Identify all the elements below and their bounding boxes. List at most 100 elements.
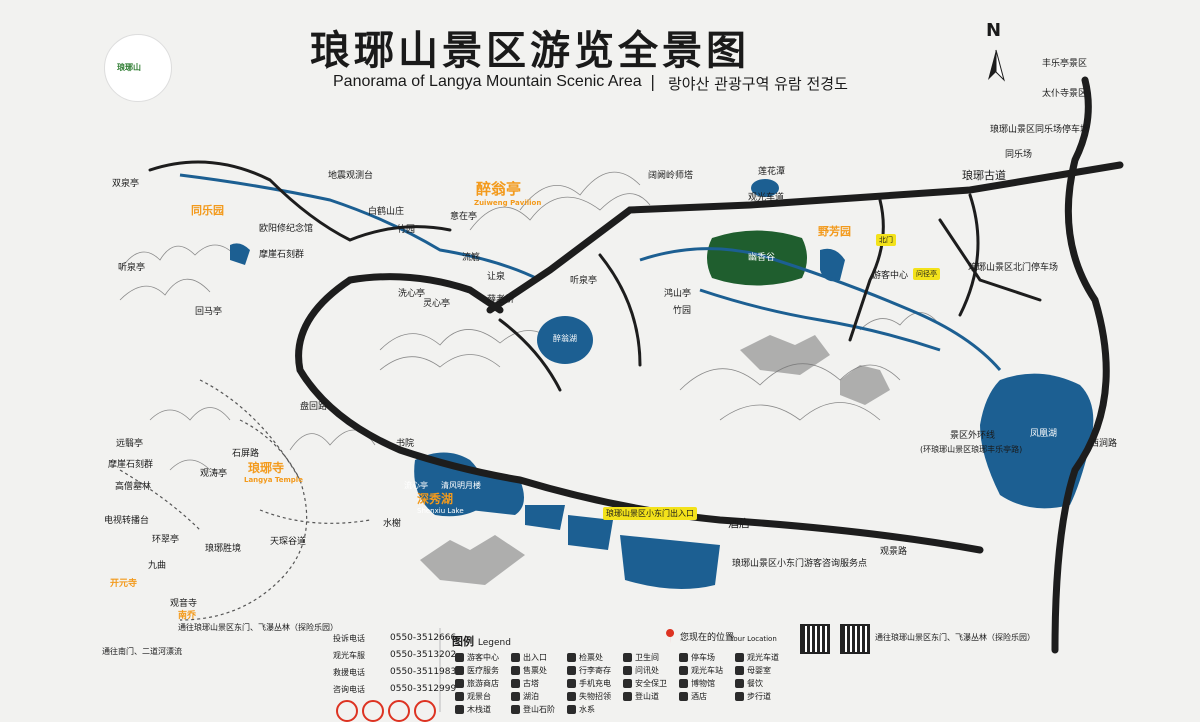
place-panlu: 盘回路: [300, 402, 328, 412]
legend-item-label: 湖泊: [523, 692, 539, 701]
legend-item: 母婴室: [735, 665, 771, 676]
place-liuxin: 流心亭: [404, 481, 428, 490]
page-title-en: Panorama of Langya Mountain Scenic Area: [333, 73, 642, 90]
secondary-roads: [148, 160, 1042, 392]
place-baihe: 白鹤山庄: [368, 207, 405, 217]
legend-symbol-icon: [623, 666, 632, 675]
main-roads: [295, 76, 1124, 654]
legend-item-label: 博物馆: [691, 679, 715, 688]
legend-item: 售票处: [511, 665, 547, 676]
legend-item-label: 停车场: [691, 653, 715, 662]
legend-item: 古塔: [511, 678, 539, 689]
north-label: N: [986, 20, 1002, 41]
legend-item: 步行道: [735, 691, 771, 702]
place-taishou: 太仆寺景区: [1042, 89, 1088, 99]
legend-symbol-icon: [623, 653, 632, 662]
legend-item-label: 失物招领: [579, 692, 611, 701]
place-gaoyuan: 高僧墓林: [115, 482, 152, 492]
place-tingquan: 听泉亭: [118, 263, 146, 273]
phone-number-4: 0550-3512999: [390, 684, 457, 694]
legend-symbol-icon: [735, 679, 744, 688]
place-tianfu: 天琛谷道: [270, 537, 307, 547]
place-hongshan: 鸿山亭: [664, 289, 692, 299]
place-guanyin: 观音寺: [170, 599, 198, 609]
place-moya: 摩崖石刻群: [259, 250, 305, 260]
legend-item: 餐饮: [735, 678, 763, 689]
legend-symbol-icon: [679, 679, 688, 688]
place-langya-temple: 琅琊寺: [248, 461, 285, 475]
place-nanqiao: 南乔: [178, 611, 197, 621]
legend-item: 观光车站: [679, 665, 723, 676]
legend-item: 检票处: [567, 652, 603, 663]
place-tongle-parking: 琅琊山景区同乐场停车场: [990, 125, 1090, 135]
no-litter-icon: [388, 700, 410, 722]
place-yirang: 意在亭: [450, 212, 478, 222]
no-fire-icon: [362, 700, 384, 722]
road-langya: 琅琊古道: [962, 169, 1006, 182]
legend-item: 木栈道: [455, 704, 491, 715]
legend-item-label: 游客中心: [467, 653, 499, 662]
legend-item-label: 行李寄存: [579, 666, 611, 675]
place-kuailing: 阔阙岭师塔: [648, 171, 694, 181]
place-north-parking: 琅琊山景区北门停车场: [968, 263, 1059, 273]
legend-item-label: 售票处: [523, 666, 547, 675]
legend-item-label: 卫生间: [635, 653, 659, 662]
place-zuiweng: 醉翁亭: [476, 180, 522, 198]
place-jiuqu: 九曲: [148, 561, 167, 571]
place-yeyun: 野芳园: [818, 225, 851, 238]
legend-item: 手机充电: [567, 678, 611, 689]
place-tourist-center: 游客中心: [872, 271, 909, 281]
legend-symbol-icon: [511, 679, 520, 688]
legend-symbol-icon: [511, 666, 520, 675]
place-east-center: 琅琊山景区小东门游客咨询服务点: [732, 559, 868, 569]
place-zhuyuan2: 竹园: [673, 306, 692, 316]
legend-location: 您现在的位置: [680, 633, 735, 643]
legend-item-label: 手机充电: [579, 679, 611, 688]
location-pin-icon: [666, 629, 675, 644]
place-hotel: 酒店: [728, 517, 750, 530]
legend-item-label: 母婴室: [747, 666, 771, 675]
place-shenxiu: 深秀湖: [417, 492, 454, 506]
place-shuyuan: 书院: [396, 439, 415, 449]
place-ouyang: 欧阳修纪念馆: [259, 224, 314, 234]
legend-symbol-icon: [567, 666, 576, 675]
page-title: 琅琊山景区游览全景图: [310, 28, 750, 74]
road-outer-ring-sub: (环琅琊山景区琅琊丰乐亭路): [920, 445, 1023, 454]
legend-symbol-icon: [567, 692, 576, 701]
legend-item: 卫生间: [623, 652, 659, 663]
path-to-east: 通往琅琊山景区东门、飞瀑丛林（探险乐园）: [178, 623, 338, 632]
legend-item-label: 安全保卫: [635, 679, 667, 688]
place-tongle-yard: 同乐园: [191, 204, 224, 217]
qr-code-1: [800, 624, 830, 654]
legend-item-label: 酒店: [691, 692, 707, 701]
place-shuangquan: 双泉亭: [112, 179, 140, 189]
legend-item: 失物招领: [567, 691, 611, 702]
logo-text: 琅琊山: [117, 63, 141, 72]
legend-item-label: 观光车站: [691, 666, 723, 675]
place-xuelao: 薛老桥: [487, 295, 515, 305]
legend-symbol-icon: [679, 653, 688, 662]
rivers: [179, 173, 1002, 371]
road-xijian: 西涧路: [1090, 439, 1118, 449]
place-huima: 回马亭: [195, 307, 223, 317]
phone-label-4: 咨询电话: [333, 685, 365, 694]
place-shilin: 石屏路: [232, 449, 260, 459]
legend-symbol-icon: [567, 679, 576, 688]
legend-symbol-icon: [455, 679, 464, 688]
legend-item-label: 观景台: [467, 692, 491, 701]
walking-paths: [119, 379, 371, 621]
legend-symbol-icon: [679, 666, 688, 675]
legend-item: 游客中心: [455, 652, 499, 663]
road-guanguang: 观光车道: [748, 193, 785, 203]
legend-item-label: 观光车道: [747, 653, 779, 662]
legend-item-label: 餐饮: [747, 679, 763, 688]
legend-item-label: 步行道: [747, 692, 771, 701]
legend-symbol-icon: [623, 679, 632, 688]
title-separator: |: [650, 72, 656, 91]
phone-number-3: 0550-3511983: [390, 667, 457, 677]
legend-item-label: 检票处: [579, 653, 603, 662]
legend-item: 登山道: [623, 691, 659, 702]
place-qingfeng: 清风明月楼: [441, 481, 481, 490]
legend-item: 旅游商店: [455, 678, 499, 689]
